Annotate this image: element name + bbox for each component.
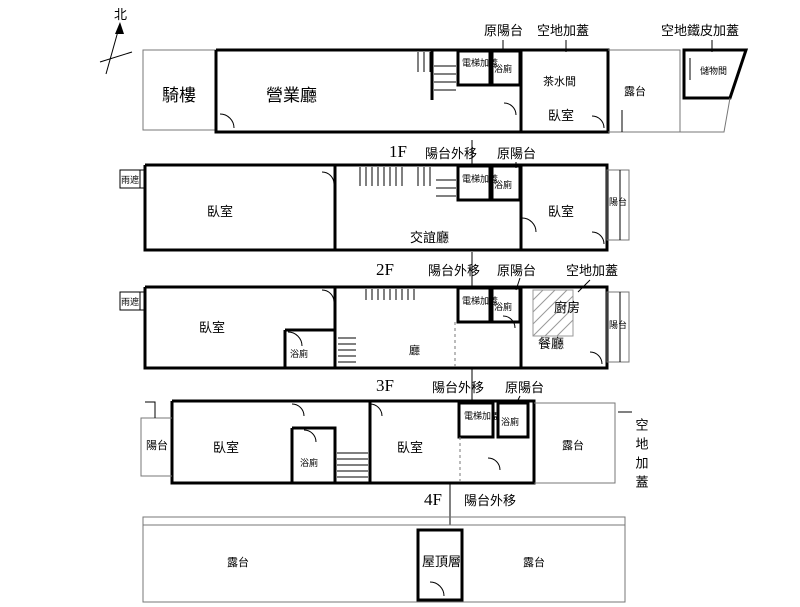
4f-bath-box [496,401,530,439]
3f-balcony-box [606,291,630,363]
room-3f-bedroom: 臥室 [199,320,225,336]
floor-2f: 雨遮 臥室 電梯加蓋 浴廁 臥室 陽台 交誼廳 陽台外移 原陽台 2F [119,140,630,279]
label-2f: 2F [376,260,394,279]
2f-canopy-box [119,169,146,189]
note-5f-balcony-out: 陽台外移 [464,494,516,509]
room-stair-roof: 屋頂層 [422,555,461,570]
note-3f-orig-balcony: 原陽台 [497,264,536,279]
1f-elevator-box [456,49,492,87]
4f-stairs [337,452,368,478]
note-4f-orig-balcony: 原陽台 [505,381,544,396]
note-1f-orig-balcony: 原陽台 [484,24,523,39]
note-3f-empty-roof: 空地加蓋 [566,264,618,279]
room-3f-hall: 廳 [409,343,420,357]
4f-balcony-box [140,417,172,477]
3f-elevator-box [456,286,492,324]
room-3f-balcony: 陽台 [609,319,627,331]
room-4f-bedroom-b: 臥室 [397,440,423,456]
room-3f-elevator: 電梯加蓋 [462,295,498,307]
room-4f-elevator: 電梯加蓋 [464,410,500,422]
3f-stairs [338,289,415,363]
4f-terrace-box [534,402,616,484]
room-storage: 儲物間 [700,65,727,77]
room-4f-terrace: 露台 [562,438,584,452]
room-2f-bedroom-b: 臥室 [548,204,574,220]
room-1f-terrace: 露台 [624,84,646,98]
room-1f-bedroom: 臥室 [548,108,574,124]
3f-bath-box [490,286,522,324]
room-kitchen: 廚房 [554,300,580,316]
room-4f-bath-b: 浴廁 [501,416,519,428]
room-roof-terrace-l: 露台 [227,555,249,569]
north-label: 北 [114,8,127,23]
compass-crossbar [99,51,133,63]
room-lounge: 交誼廳 [410,230,449,246]
label-4f: 4F [424,490,442,509]
kitchen-hatch [532,289,574,337]
3f-main-walls [143,285,609,370]
room-3f-bath-b: 浴廁 [494,301,512,313]
compass: 北 [99,8,133,75]
room-2f-elevator: 電梯加蓋 [462,173,498,185]
note-2f-orig-balcony: 原陽台 [497,147,536,162]
label-1f: 1F [389,142,407,161]
4f-elevator-box [457,401,495,439]
2f-balcony-box [606,169,630,241]
note-1f-empty-roof: 空地加蓋 [537,24,589,39]
1f-terrace-outline [608,49,681,133]
room-2f-canopy: 雨遮 [121,174,139,186]
1f-bath-box [490,49,522,87]
room-1f-elevator: 電梯加蓋 [462,57,498,69]
room-2f-bedroom-a: 臥室 [207,204,233,220]
floor-4f: 陽台 臥室 浴廁 臥室 電梯加蓋 浴廁 露台 陽台外移 原陽台 空地加蓋 4F … [140,368,649,525]
room-2f-bath: 浴廁 [494,179,512,191]
note-4f-empty-roof: 空地加蓋 [633,418,649,494]
1f-stairs [417,52,456,91]
room-4f-bedroom-a: 臥室 [213,440,239,456]
2f-stairs [359,167,456,197]
room-arcade: 騎樓 [162,86,196,106]
2f-bath-box [490,164,522,202]
2f-main-walls [143,163,609,252]
room-3f-canopy: 雨遮 [121,296,139,308]
room-4f-balcony: 陽台 [146,438,168,452]
north-arrowhead-icon [115,22,124,34]
room-3f-bath-a: 浴廁 [290,348,308,360]
2f-elevator-box [456,164,492,202]
room-1f-bath: 浴廁 [494,63,512,75]
roof-stair-box [416,528,464,602]
note-4f-balcony-out: 陽台外移 [432,381,484,396]
floor-1f: 騎樓 營業廳 電梯加蓋 浴廁 茶水間 臥室 露台 儲物間 原陽台 空地加蓋 空地… [142,23,749,161]
room-dining: 餐廳 [538,336,564,352]
note-1f-iron-roof: 空地鐵皮加蓋 [661,23,739,39]
room-roof-terrace-r: 露台 [523,555,545,569]
note-2f-balcony-out: 陽台外移 [425,147,477,162]
roof-outline [142,516,626,603]
note-3f-balcony-out: 陽台外移 [428,264,480,279]
floor-roof: 露台 屋頂層 露台 [142,516,626,603]
floor-3f: 雨遮 臥室 浴廁 廳 電梯加蓋 浴廁 廚房 餐廳 陽台 陽台外移 原陽台 空地加… [119,252,630,395]
room-2f-balcony: 陽台 [609,196,627,208]
room-tea: 茶水間 [543,75,576,88]
label-3f: 3F [376,376,394,395]
room-4f-bath-a: 浴廁 [300,457,318,469]
3f-canopy-box [119,291,146,311]
room-shop: 營業廳 [266,86,317,106]
